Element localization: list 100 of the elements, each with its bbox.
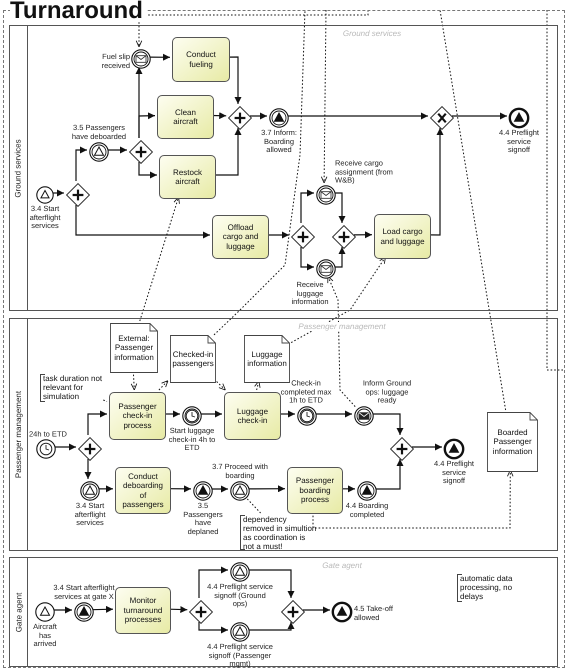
intermediate-event	[230, 562, 250, 582]
swimlane	[9, 25, 558, 311]
parallel-gateway	[78, 437, 102, 461]
end-event	[509, 108, 529, 128]
sequence-flow-arrow	[354, 231, 372, 238]
sequence-flow-arrow	[315, 410, 352, 418]
sequence-flow-arrow	[92, 606, 114, 613]
sequence-flow-arrow	[334, 247, 346, 268]
swimlane	[9, 318, 558, 551]
lane-title: Gate agent	[320, 561, 364, 570]
sequence-flow-arrow	[300, 190, 314, 223]
data-object: Checked-in passengers	[170, 335, 216, 383]
sequence-flow-arrow	[248, 569, 294, 598]
sequence-flow-arrow	[248, 485, 285, 492]
start-event	[35, 602, 55, 622]
parallel-gateway	[129, 140, 153, 164]
sequence-flow-arrow	[250, 112, 267, 120]
message-flow-arrow	[327, 276, 356, 408]
timer-event	[297, 406, 317, 426]
sequence-flow-arrow	[54, 444, 76, 450]
start-event	[36, 186, 54, 204]
intermediate-event	[230, 622, 250, 642]
sequence-flow-arrow	[248, 622, 294, 631]
sequence-flow-arrow	[452, 112, 507, 120]
sequence-flow-arrow	[149, 54, 170, 61]
message-flow-arrow	[320, 10, 328, 184]
message-flow-arrow	[312, 470, 514, 528]
sequence-flow-arrow	[287, 112, 428, 120]
parallel-gateway	[332, 225, 356, 249]
message-event	[131, 49, 151, 69]
task-box: Passenger boarding process	[287, 467, 343, 514]
sequence-flow-arrow	[228, 56, 242, 104]
association-line	[214, 10, 306, 336]
data-object: Luggage information	[244, 335, 290, 383]
task-box: Monitor turnaround processes	[115, 587, 171, 634]
text-annotation: automatic data processing, no delays	[457, 574, 519, 602]
parallel-gateway	[66, 183, 90, 207]
intermediate-event	[74, 602, 94, 622]
association-line	[440, 10, 506, 410]
task-box: Passenger check-in process	[109, 392, 166, 440]
lane-title: Passenger management	[296, 322, 388, 331]
sequence-flow-arrow	[211, 486, 228, 492]
sequence-flow-arrow	[267, 232, 289, 238]
sequence-flow-arrow	[84, 459, 92, 479]
exclusive-gateway	[430, 106, 454, 130]
sequence-flow-arrow	[75, 205, 210, 238]
sequence-flow-arrow	[341, 485, 355, 492]
end-event	[444, 439, 464, 459]
intermediate-event	[80, 481, 100, 501]
intermediate-event	[89, 142, 109, 162]
sequence-flow-arrow	[375, 459, 404, 490]
sequence-flow-arrow	[138, 162, 157, 178]
swimlane	[9, 557, 558, 667]
sequence-flow-arrow	[412, 444, 442, 450]
task-box: Restock aircraft	[159, 155, 216, 199]
intermediate-event	[193, 481, 213, 501]
lane-label: Gate agent	[14, 592, 23, 632]
sequence-flow-arrow	[198, 566, 228, 598]
parallel-gateway	[291, 225, 315, 249]
message-flow-arrow	[136, 10, 368, 48]
sequence-flow-arrow	[169, 485, 191, 492]
sequence-flow-arrow	[300, 247, 314, 270]
sequence-flow-arrow	[279, 410, 295, 418]
message-flow-arrow	[214, 378, 226, 390]
parallel-gateway	[281, 600, 305, 624]
sequence-flow-arrow	[168, 606, 188, 613]
data-object: External: Passenger information	[110, 323, 158, 373]
lane-label: Ground services	[14, 138, 23, 198]
sequence-flow-arrow	[214, 128, 242, 176]
lane-label: Passenger management	[14, 390, 23, 478]
text-annotation: task duration not relevant for simulation	[40, 374, 106, 402]
parallel-gateway	[228, 106, 252, 130]
message-flow-arrow	[158, 380, 168, 390]
message-event	[316, 259, 336, 279]
sequence-flow-arrow	[198, 622, 228, 634]
parallel-gateway	[189, 600, 213, 624]
sequence-flow-arrow	[429, 128, 444, 236]
task-box: Clean aircraft	[157, 95, 214, 139]
intermediate-event	[269, 108, 289, 128]
association-line	[102, 400, 108, 402]
sequence-flow-arrow	[164, 410, 180, 418]
message-event	[354, 406, 374, 426]
task-box: Conduct deboarding of passengers	[115, 467, 171, 514]
sequence-flow-arrow	[75, 146, 87, 181]
sequence-flow-arrow	[303, 606, 330, 614]
sequence-flow-arrow	[212, 112, 226, 120]
sequence-flow-arrow	[200, 410, 222, 418]
association-line	[244, 496, 262, 514]
message-flow-arrow	[139, 196, 180, 322]
lane-title: Ground services	[340, 29, 404, 38]
sequence-flow-arrow	[334, 192, 346, 223]
sequence-flow-arrow	[107, 146, 127, 154]
sequence-flow-arrow	[53, 606, 72, 614]
end-event	[332, 602, 352, 622]
intermediate-event	[230, 481, 250, 501]
timer-start-event	[36, 439, 56, 459]
data-object: Boarded Passenger information	[487, 412, 538, 472]
sequence-flow-arrow	[52, 190, 64, 196]
parallel-gateway	[390, 437, 414, 461]
sequence-flow-arrow	[98, 485, 113, 492]
